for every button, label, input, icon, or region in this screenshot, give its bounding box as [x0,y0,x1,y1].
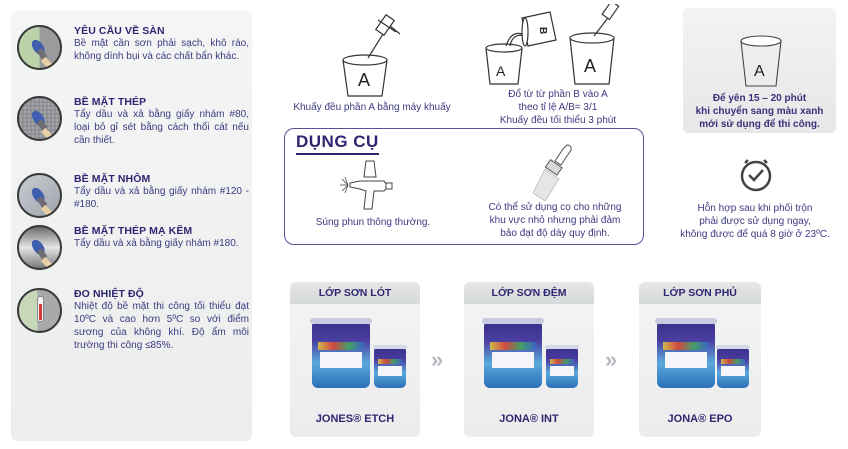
tools-title: DỤNG CỤ [296,132,379,155]
layer-header: LỚP SƠN PHỦ [639,282,761,304]
requirement-description: Nhiệt độ bề mặt thi công tối thiểu đạt 1… [74,301,249,351]
product-name: JONA® INT [499,413,559,425]
bucket-with-mixer-icon: A [342,13,401,97]
paint-can-small-icon [716,345,750,388]
aluminum-surface-icon [17,173,62,218]
spray-gun-icon [340,160,393,210]
next-arrow-icon: » [431,347,444,372]
bucket-icon: A [740,35,782,87]
requirement-description: Tẩy dầu và xả bằng giấy nhám #80, loại b… [74,109,249,146]
clock-icon [740,159,772,192]
svg-text:A: A [358,70,370,90]
spray-gun-caption: Súng phun thông thường. [315,217,431,228]
pot-life-caption: Hỗn hợp sau khi phối trộn phải được sử d… [680,203,830,240]
floor-surface-icon [17,25,62,70]
next-arrow-icon: » [605,347,618,372]
svg-text:A: A [754,63,765,80]
pour-b-into-a-icon: A B A [485,4,620,85]
product-name: JONA® EPO [667,413,733,425]
product-name: JONES® ETCH [315,413,395,425]
svg-text:A: A [584,56,596,76]
requirement-galvanized: BỀ MẶT THÉP MẠ KẼM Tẩy dầu và xả bằng gi… [17,225,249,270]
paint-can-large-icon [482,318,544,388]
requirement-description: Tẩy dầu và xả bằng giấy nhám #120 - #180… [74,186,249,210]
requirement-temperature: ĐO NHIỆT ĐỘ Nhiệt độ bề mặt thi công tối… [17,288,249,352]
requirement-floor: YÊU CẦU VỀ SÀN Bề mặt cần sơn phải sạch,… [17,25,249,70]
settle-step-caption: Để yên 15 – 20 phút khi chuyển sang màu … [695,93,824,130]
requirement-description: Tẩy dầu và xả bằng giấy nhám #180. [74,238,239,249]
requirement-title: BỀ MẶT NHÔM [74,173,151,185]
layer-header: LỚP SƠN ĐỆM [464,282,594,304]
paint-can-small-icon [373,345,407,388]
requirement-steel: BỀ MẶT THÉP Tẩy dầu và xả bằng giấy nhám… [17,96,249,147]
layer-card-topcoat: LỚP SƠN PHỦ JONA® EPO [639,282,761,437]
thermometer-icon [17,288,62,333]
mix-step1-caption: Khuấy đều phần A bằng máy khuấy [293,102,451,113]
layer-header: LỚP SƠN LÓT [290,282,420,304]
requirement-aluminum: BỀ MẶT NHÔM Tẩy dầu và xả bằng giấy nhám… [17,173,249,218]
paint-can-large-icon [655,318,717,388]
steel-surface-icon [17,96,62,141]
requirement-title: ĐO NHIỆT ĐỘ [74,288,144,300]
requirement-title: BỀ MẶT THÉP [74,96,147,108]
mix-step2-caption: Đổ từ từ phần B vào A theo tỉ lệ A/B= 3/… [499,89,617,126]
layer-card-intermediate: LỚP SƠN ĐỆM JONA® INT [464,282,594,437]
layer-card-primer: LỚP SƠN LÓT JONES® ETCH [290,282,420,437]
paint-can-large-icon [310,318,372,388]
galvanized-steel-icon [17,225,62,270]
svg-text:B: B [537,27,548,34]
brush-caption: Có thể sử dụng cọ cho những khu vực nhỏ … [488,202,622,239]
tools-section: DỤNG CỤ Súng phun thông thường. Có thể s… [284,128,644,245]
svg-text:A: A [496,63,506,79]
surface-requirements-panel: YÊU CẦU VỀ SÀN Bề mặt cần sơn phải sạch,… [11,11,252,441]
requirement-description: Bề mặt cần sơn phải sạch, khô ráo, không… [74,38,249,62]
requirement-title: YÊU CẦU VỀ SÀN [74,25,165,37]
settle-step-card: A Để yên 15 – 20 phút khi chuyển sang mà… [683,8,836,133]
requirement-title: BỀ MẶT THÉP MẠ KẼM [74,225,193,237]
paint-can-small-icon [545,345,579,388]
paint-brush-icon [532,144,572,202]
